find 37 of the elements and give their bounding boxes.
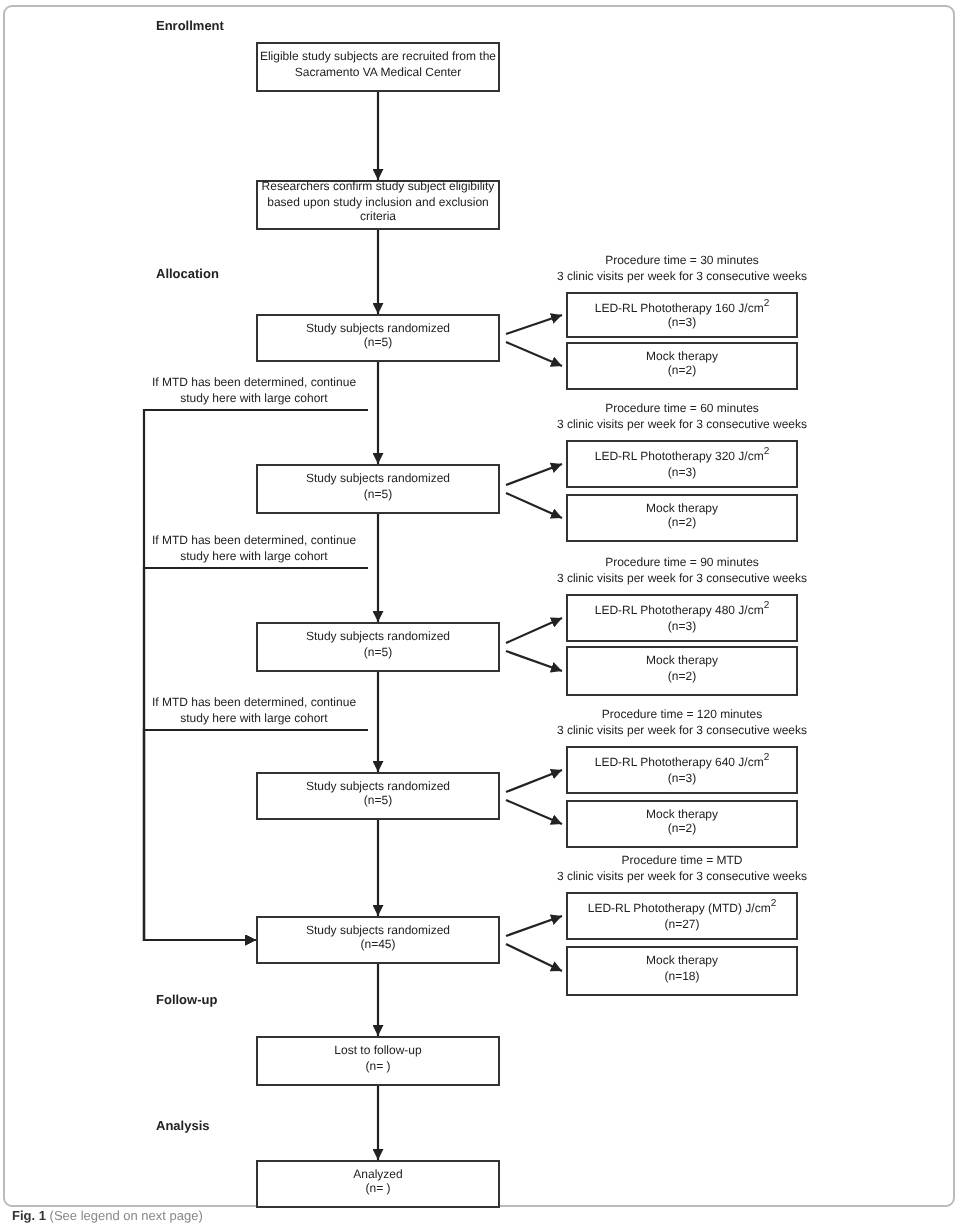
arrow bbox=[505, 649, 563, 673]
process-box bbox=[566, 646, 798, 696]
arrow bbox=[372, 362, 384, 464]
arrow bbox=[372, 672, 384, 772]
arrow bbox=[505, 799, 563, 825]
process-box bbox=[256, 42, 500, 92]
arrow bbox=[372, 230, 384, 314]
arrow bbox=[505, 313, 563, 336]
arrow bbox=[372, 1086, 384, 1160]
process-box bbox=[256, 1036, 500, 1086]
arrow bbox=[372, 514, 384, 622]
process-box bbox=[256, 1160, 500, 1208]
process-box bbox=[566, 292, 798, 338]
process-box bbox=[566, 892, 798, 940]
process-box bbox=[566, 342, 798, 390]
process-box bbox=[566, 440, 798, 488]
process-box bbox=[256, 772, 500, 820]
arrow bbox=[372, 964, 384, 1036]
arrow bbox=[372, 820, 384, 916]
arrow bbox=[505, 341, 563, 367]
process-box bbox=[256, 622, 500, 672]
arrow bbox=[142, 728, 368, 946]
process-box bbox=[566, 494, 798, 542]
process-box bbox=[566, 800, 798, 848]
arrow bbox=[505, 462, 563, 487]
process-box bbox=[256, 916, 500, 964]
arrow bbox=[372, 92, 384, 180]
process-box bbox=[566, 594, 798, 642]
arrow bbox=[505, 768, 563, 794]
arrow bbox=[505, 492, 563, 519]
arrow bbox=[505, 617, 563, 644]
process-box bbox=[566, 946, 798, 996]
process-box bbox=[566, 746, 798, 794]
arrow bbox=[505, 914, 563, 938]
arrow bbox=[505, 943, 563, 972]
process-box bbox=[256, 314, 500, 362]
process-box bbox=[256, 464, 500, 514]
